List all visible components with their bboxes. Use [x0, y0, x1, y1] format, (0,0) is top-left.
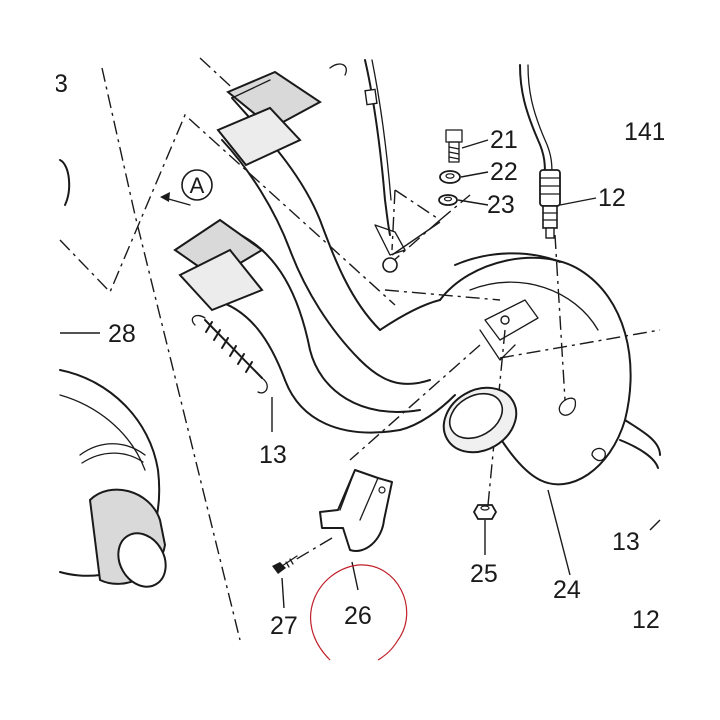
washer-23: [438, 194, 458, 206]
top-crop-mask: [56, 0, 664, 56]
cable-harness: [329, 59, 406, 273]
bottom-crop-mask: [56, 664, 664, 720]
screw-27: [272, 555, 298, 574]
highlight-circle: [310, 564, 408, 661]
callout-24: 24: [553, 576, 581, 604]
callout-labels: 3 28 13 21 22 23 12 141 13 12 24 25 26 2…: [54, 70, 666, 640]
view-marker-letter: A: [190, 173, 205, 198]
callout-21: 21: [490, 126, 518, 154]
muffler-left: [59, 159, 167, 588]
exhaust-header-pipes: [173, 70, 456, 434]
collector-chamber: [439, 252, 661, 486]
callout-22: 22: [490, 158, 518, 186]
assembly-guide-lines: [59, 57, 661, 641]
left-crop-mask: [0, 0, 56, 720]
callout-13-left: 13: [259, 441, 287, 469]
leader-lines: [60, 139, 661, 609]
right-crop-mask: [664, 0, 720, 720]
lambda-sensor: [519, 64, 561, 239]
callout-141: 141: [624, 118, 666, 146]
view-arrow-a: A: [160, 169, 213, 206]
bolt-21: [445, 129, 463, 163]
washer-22: [439, 170, 461, 184]
callout-25: 25: [470, 560, 498, 588]
spring-13: [191, 314, 268, 394]
callout-12-bottom: 12: [632, 606, 660, 634]
callout-12-top: 12: [598, 184, 626, 212]
callout-23: 23: [487, 191, 515, 219]
callout-28: 28: [108, 320, 136, 348]
callout-13-right: 13: [612, 528, 640, 556]
callout-26: 26: [344, 602, 372, 630]
heat-shield-26: [319, 469, 393, 552]
nut-25: [472, 504, 498, 520]
callout-3: 3: [54, 70, 68, 98]
callout-27: 27: [270, 612, 298, 640]
